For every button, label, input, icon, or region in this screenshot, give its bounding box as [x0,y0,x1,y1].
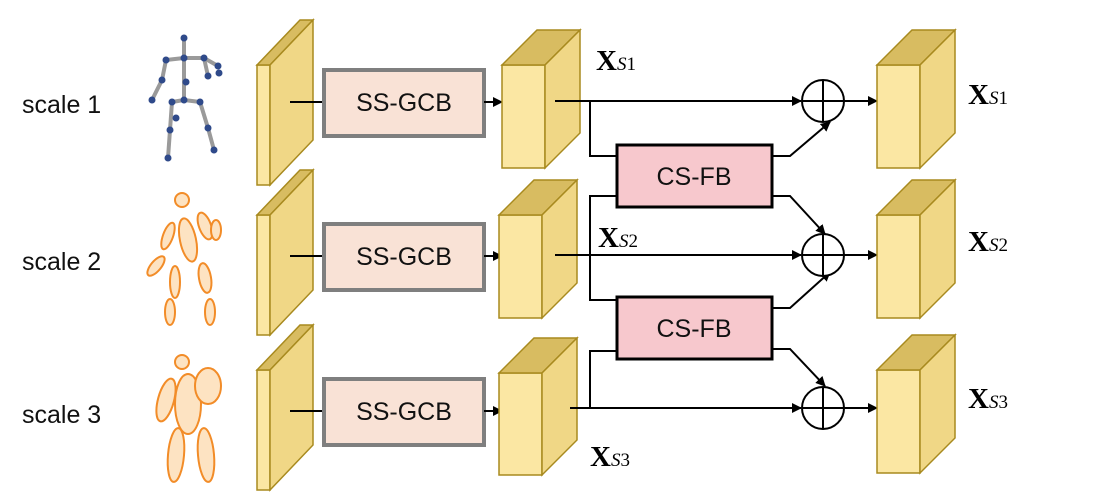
input-feature-map-scale-3 [255,323,315,492]
csfb-block-lower: CS-FB [615,295,774,361]
mid-variable-label-scale-3: XS3 [590,441,630,473]
ssgcb-block-scale-3: SS-GCB [322,377,486,447]
csfb-label: CS-FB [657,315,732,343]
csfb-block-upper: CS-FB [615,143,774,209]
output-variable-label-scale-2: XS2 [968,226,1008,258]
output-variable-label-scale-1: XS1 [968,79,1008,111]
ssgcb-block-scale-1: SS-GCB [322,68,486,138]
output-feature-map-scale-3 [875,333,957,475]
output-feature-map-scale-1 [875,28,957,170]
adder-scale-3 [801,386,845,430]
ssgcb-block-scale-2: SS-GCB [322,222,486,292]
ssgcb-label: SS-GCB [356,89,452,117]
output-feature-map-scale-2 [875,178,957,320]
input-feature-map-scale-2 [255,168,315,337]
scale-2-label: scale 2 [22,248,101,276]
csfb-label: CS-FB [657,163,732,191]
ssgcb-label: SS-GCB [356,243,452,271]
scale-3-label: scale 3 [22,401,101,429]
adder-scale-1 [801,79,845,123]
mid-feature-map-scale-2 [497,178,579,320]
skeleton-joints-icon [148,34,223,162]
mid-variable-label-scale-1: XS1 [596,45,636,77]
mid-feature-map-scale-3 [497,336,579,477]
mid-feature-map-scale-1 [500,28,582,170]
ssgcb-label: SS-GCB [356,398,452,426]
output-variable-label-scale-3: XS3 [968,383,1008,415]
adder-scale-2 [801,233,845,277]
mid-variable-label-scale-2: XS2 [598,222,638,254]
body-parts-coarse-icon [155,354,222,483]
body-parts-medium-icon [146,192,222,326]
scale-1-label: scale 1 [22,91,101,119]
